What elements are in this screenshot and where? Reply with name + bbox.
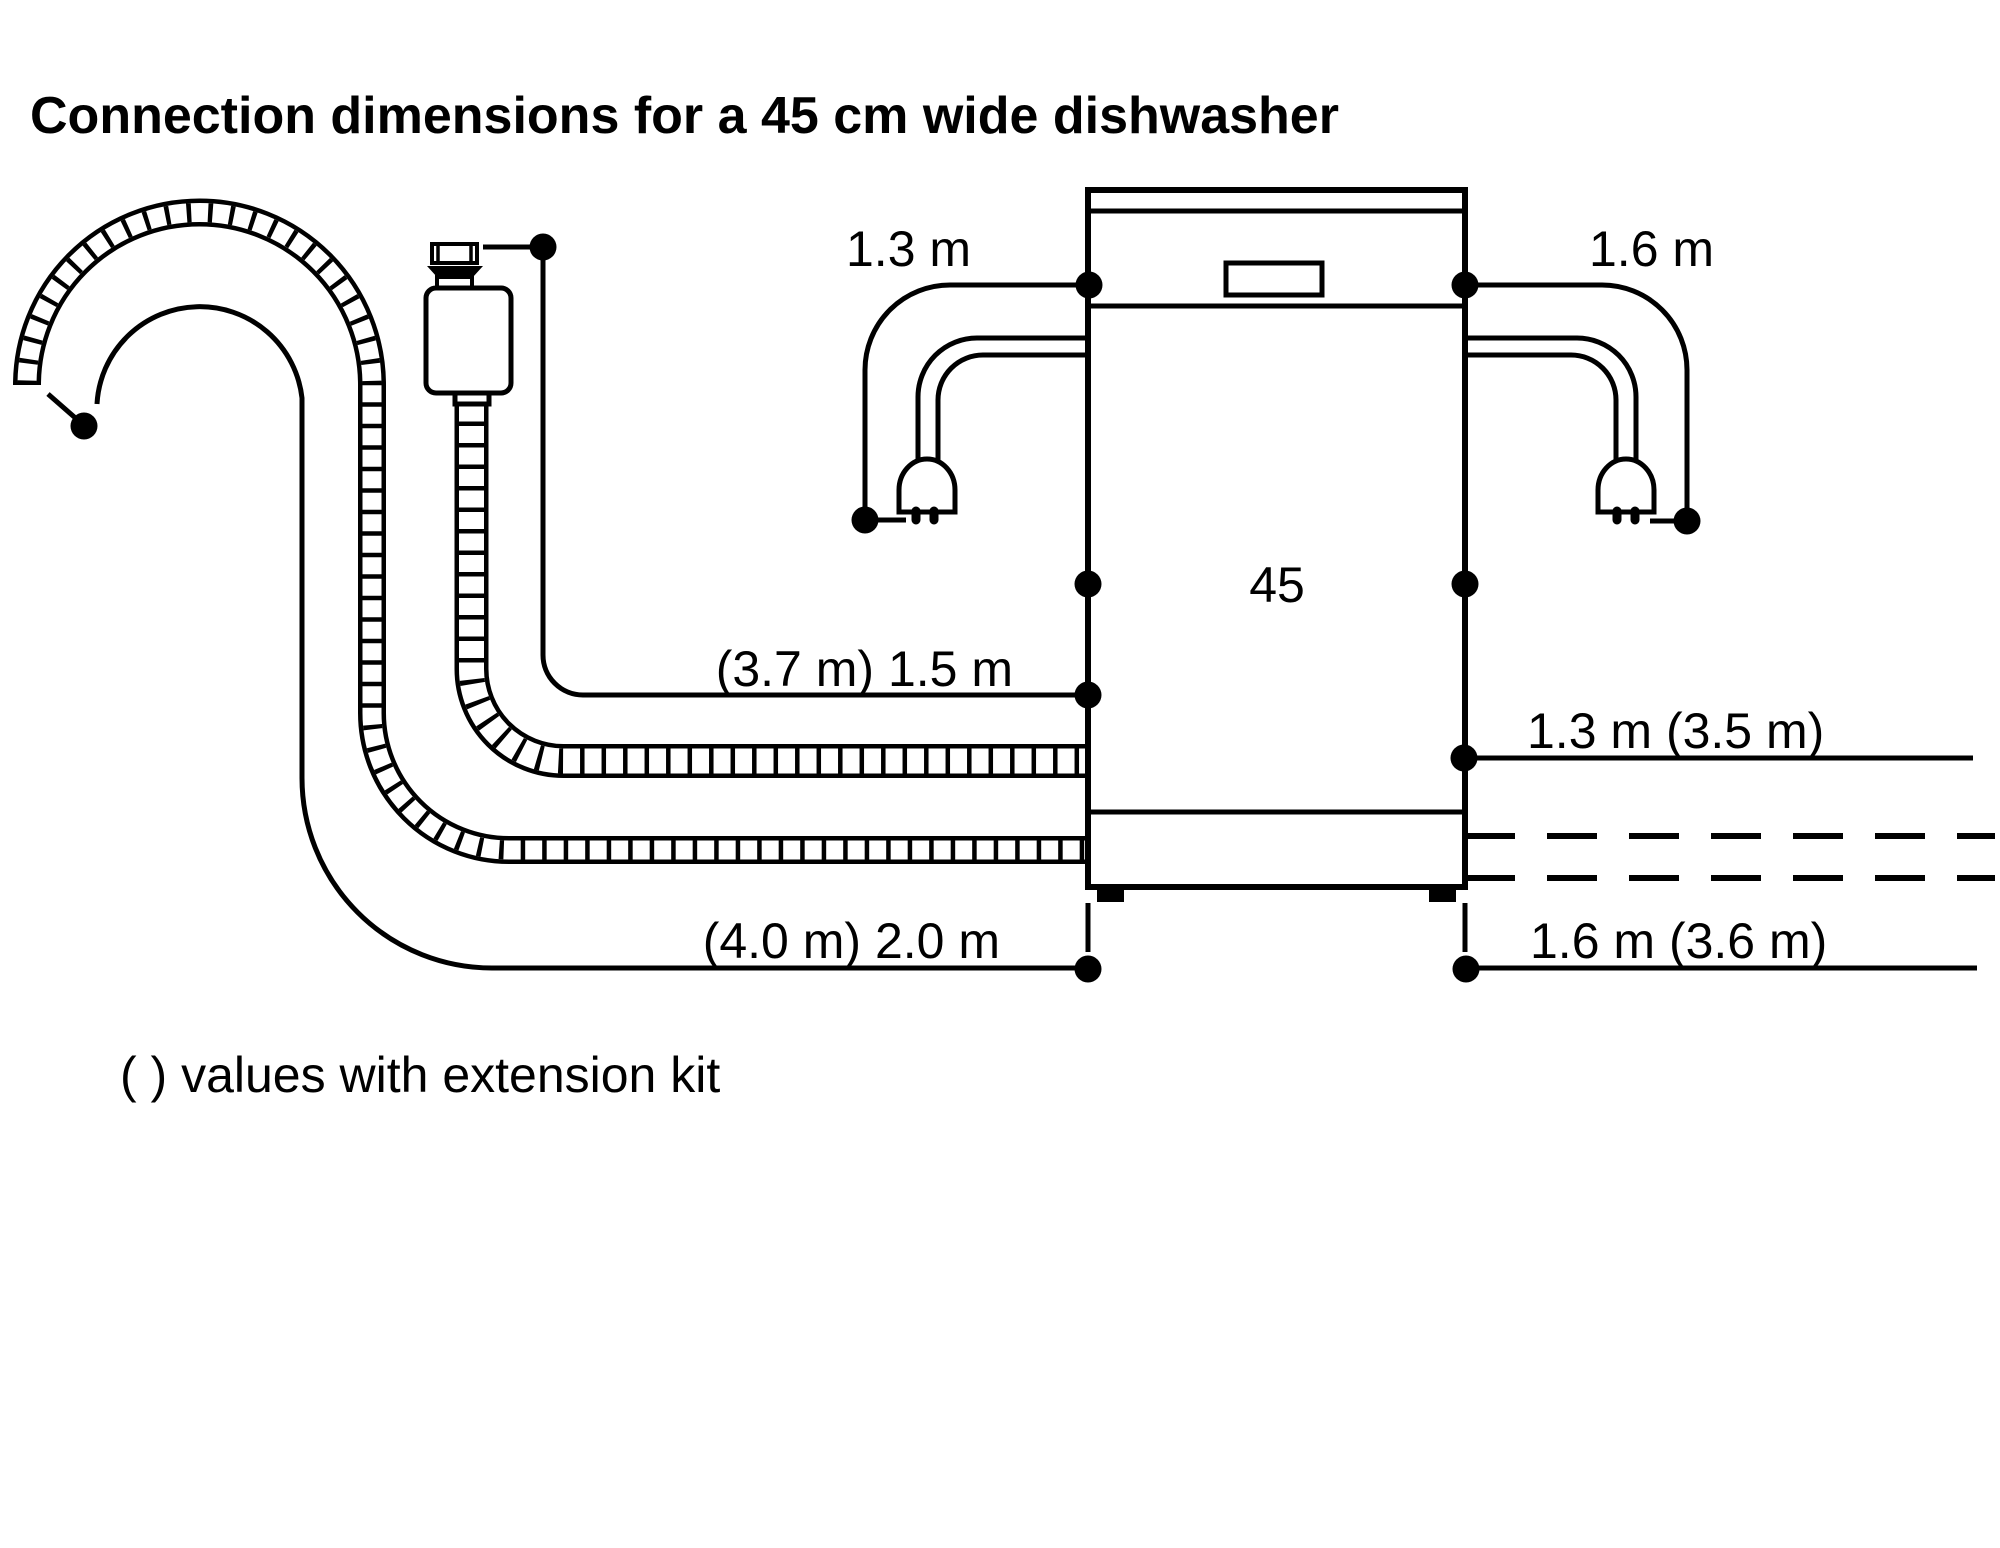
supply-hose-top-dot — [529, 233, 557, 261]
label-supply-hose-right: 1.3 m (3.5 m) — [1527, 703, 1824, 759]
left-plug-end-dot — [851, 506, 879, 534]
label-drain-hose-left: (4.0 m) 2.0 m — [703, 913, 1000, 969]
width-dim-right-dot — [1451, 570, 1479, 598]
label-appliance-width: 45 — [1249, 557, 1305, 613]
left-cord-top-dot — [1075, 271, 1103, 299]
right-cord-top-dot — [1451, 271, 1479, 299]
right-plug-prongs — [1612, 506, 1640, 525]
right-cord-measure-line — [1465, 282, 1690, 521]
label-power-cord-left: 1.3 m — [846, 221, 971, 277]
supply-hose-inlet-dot — [1074, 681, 1102, 709]
right-plug-body — [1595, 456, 1657, 515]
right-cord-outer — [1465, 335, 1639, 462]
dishwasher — [1085, 187, 1468, 902]
width-dim-left-dot — [1074, 570, 1102, 598]
label-power-cord-right: 1.6 m — [1589, 221, 1714, 277]
dishwasher-foot-right — [1429, 887, 1456, 902]
left-plug-prongs — [911, 506, 939, 525]
connector-body — [423, 285, 514, 396]
page-title: Connection dimensions for a 45 cm wide d… — [30, 87, 1339, 145]
left-cord-measure-line — [862, 282, 1088, 520]
extension-kit-note: ( ) values with extension kit — [120, 1047, 720, 1103]
drain-hose — [13, 198, 1094, 864]
right-supply-dot — [1450, 744, 1478, 772]
right-plug-end-dot — [1673, 507, 1701, 535]
connector-nut — [430, 242, 479, 265]
bottom-left-dot — [1074, 955, 1102, 983]
right-cord-inner — [1465, 352, 1619, 462]
dishwasher-foot-left — [1097, 887, 1124, 902]
power-cords — [915, 335, 1639, 462]
dashed-routing-lines — [1465, 833, 1995, 881]
bottom-right-dot — [1452, 955, 1480, 983]
left-cord-outer — [915, 335, 1088, 462]
drain-hose-corrugation — [17, 203, 1094, 860]
supply-hose-corrugation — [459, 400, 1094, 774]
tap-connector-icon — [423, 242, 514, 407]
dishwasher-handle — [1223, 260, 1325, 298]
left-plug-body — [896, 456, 958, 515]
supply-hose-measure-line — [483, 244, 1088, 698]
left-cord-inner — [935, 352, 1088, 462]
drain-hose-end-dot — [70, 412, 98, 440]
connection-dots — [70, 233, 1701, 983]
connector-outlet — [452, 390, 492, 407]
power-plug-left-icon — [896, 456, 958, 525]
label-supply-hose-left: (3.7 m) 1.5 m — [716, 641, 1013, 697]
connector-washer — [427, 266, 483, 277]
drain-hose-measure-line — [94, 304, 1088, 971]
supply-hose — [454, 400, 1094, 778]
label-drain-hose-right: 1.6 m (3.6 m) — [1530, 913, 1827, 969]
power-plug-right-icon — [1595, 456, 1657, 525]
